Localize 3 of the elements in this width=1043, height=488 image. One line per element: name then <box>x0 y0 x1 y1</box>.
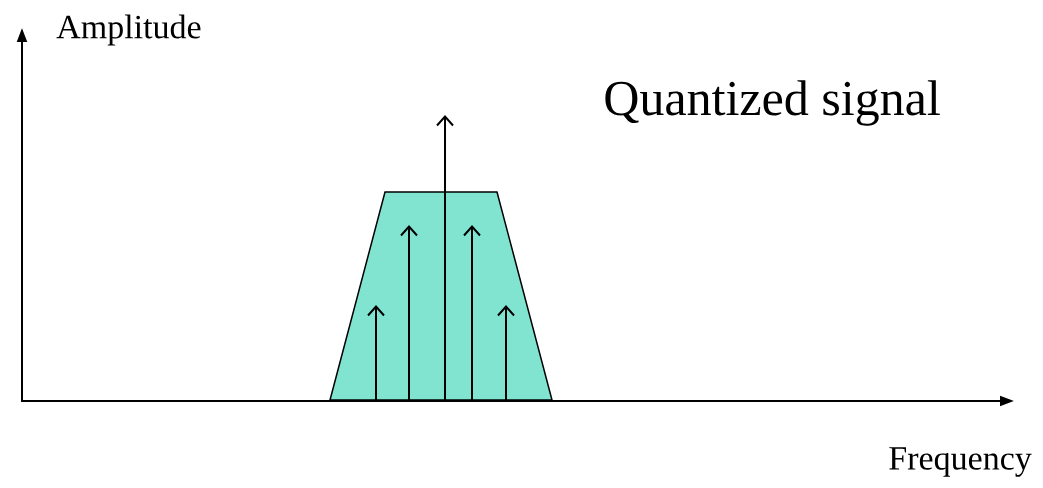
axis-label: Frequency <box>889 447 1032 477</box>
axis-label: Amplitude <box>56 14 201 46</box>
signal-label: Quantized signal <box>605 80 940 126</box>
